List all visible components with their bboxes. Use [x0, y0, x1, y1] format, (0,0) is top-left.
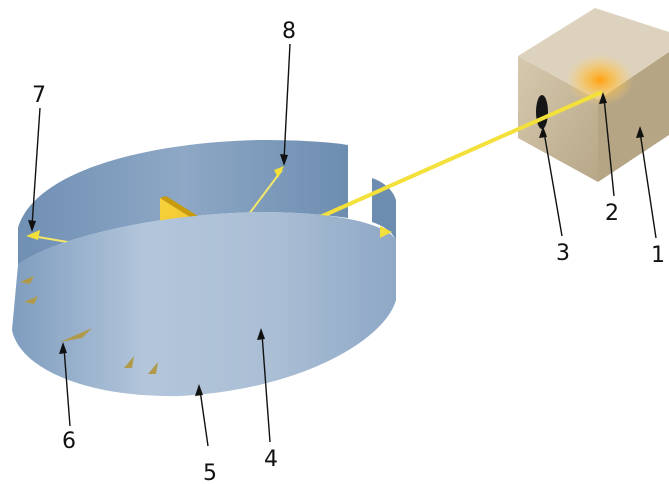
arrowhead-5	[195, 384, 203, 396]
box-side	[598, 52, 669, 182]
scintillation-marks	[20, 276, 158, 374]
arrow-5	[199, 389, 209, 447]
arrow-1	[639, 131, 657, 239]
arrowhead-3	[539, 126, 547, 138]
detector-screen-back-right	[372, 178, 396, 240]
label-5: 5	[203, 461, 217, 484]
arrow-4	[261, 333, 271, 443]
hit-7	[26, 230, 40, 240]
arrowhead-1	[636, 126, 644, 138]
arrow-8	[283, 43, 291, 161]
hit-points	[26, 166, 392, 240]
arrowhead-7	[28, 220, 36, 232]
mark-left-a	[20, 276, 34, 284]
arrow-7	[31, 107, 41, 227]
detector-screen-back	[18, 140, 348, 265]
label-8: 8	[282, 19, 296, 44]
box-aperture	[536, 95, 548, 129]
label-2: 2	[605, 201, 619, 226]
detector-screen-front	[12, 212, 396, 397]
arrow-3	[543, 131, 563, 237]
label-6: 6	[62, 429, 76, 454]
arrow-2	[603, 97, 615, 197]
arrowhead-6	[59, 342, 67, 354]
arrowhead-4	[257, 328, 265, 340]
arrow-6	[63, 347, 71, 427]
box-front	[518, 56, 598, 182]
leader-arrows	[28, 43, 657, 447]
mark-left-b	[24, 296, 38, 304]
label-7: 7	[32, 83, 46, 108]
hit-8	[274, 166, 284, 178]
mark-down-a	[124, 356, 134, 368]
hit-right	[380, 226, 392, 238]
arrowhead-2	[599, 92, 607, 104]
label-4: 4	[264, 447, 278, 472]
mark-6	[60, 328, 92, 342]
arrowhead-8	[280, 154, 288, 166]
source-glow	[566, 54, 634, 106]
label-1: 1	[651, 243, 665, 268]
radioactive-source-box	[518, 8, 669, 182]
mark-down-b	[148, 362, 158, 374]
label-3: 3	[556, 241, 570, 266]
